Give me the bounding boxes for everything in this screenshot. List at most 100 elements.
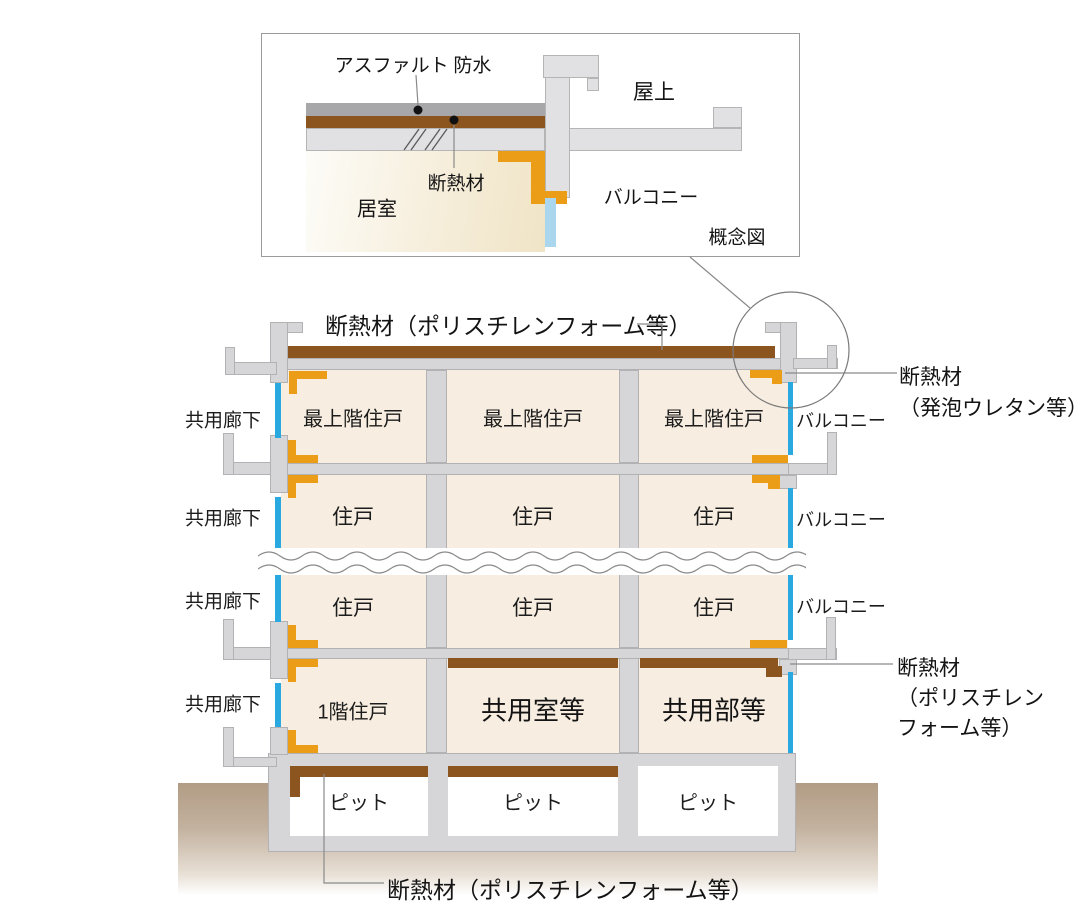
corner-insulation: [288, 475, 318, 483]
inset-label-asphalt-waterproofing: アスファルト 防水: [334, 55, 492, 77]
inset-insulation-layer: [306, 116, 545, 128]
room-label: 住戸: [512, 597, 554, 620]
room-label: 住戸: [693, 506, 735, 529]
annotation-line: （発泡ウレタン等）: [899, 396, 1088, 420]
corner-insulation: [288, 730, 296, 753]
pit-ceiling-insulation-step: [290, 775, 300, 797]
pit-label: ピット: [678, 792, 738, 815]
corridor-label: 共用廊下: [184, 410, 262, 432]
wall-pier-left: [270, 435, 288, 493]
inset-corner-insulation: [531, 191, 567, 204]
pit-3: [638, 766, 778, 836]
floor-break-wavy-band: [257, 548, 809, 575]
interior-wall: [426, 370, 447, 463]
balcony-slab: [788, 648, 837, 660]
interior-wall: [619, 370, 639, 463]
corner-insulation: [752, 475, 780, 483]
wall-pier-right: [779, 475, 797, 489]
balcony-parapet: [826, 617, 836, 660]
corridor-roof-parapet: [225, 347, 235, 375]
inset-parapet-arm: [543, 55, 599, 78]
inset-label-insulation: 断熱材: [427, 173, 485, 195]
window-glass-line: [275, 683, 281, 727]
floor-slab-a: [270, 463, 796, 475]
inset-caption: 概念図: [708, 227, 766, 249]
annotation-line: （ポリスチレン: [897, 686, 1044, 710]
corner-insulation: [289, 371, 297, 394]
pit-ceiling-insulation: [290, 766, 428, 777]
corner-insulation: [288, 475, 296, 498]
pit-2: [448, 766, 618, 836]
room-label: 住戸: [332, 506, 374, 529]
ceiling-insulation-step: [766, 666, 782, 677]
room-label: 住戸: [693, 597, 735, 620]
ceiling-insulation-common-room: [448, 658, 618, 668]
annotation-slab-insulation: 断熱材 （ポリスチレン フォーム等）: [897, 653, 1044, 743]
corridor-label: 共用廊下: [184, 508, 262, 530]
corner-insulation: [288, 625, 296, 648]
interior-wall: [426, 658, 447, 753]
pit-label: ピット: [503, 792, 563, 815]
corridor-parapet: [223, 619, 234, 660]
balcony-label: バルコニー: [796, 411, 886, 431]
roof-slab: [270, 358, 797, 370]
window-glass-line: [788, 672, 793, 753]
room-label: 1階住戸: [317, 701, 389, 724]
corner-insulation: [752, 455, 788, 463]
inset-window-sash: [545, 198, 556, 247]
corridor-parapet: [223, 727, 234, 767]
window-glass-line: [788, 382, 793, 455]
corner-insulation: [288, 745, 318, 753]
corner-insulation: [750, 640, 787, 648]
pit-label: ピット: [329, 792, 389, 815]
wall-pier-left: [270, 727, 288, 755]
wavy-lines: [257, 551, 809, 574]
parapet-right-column: [780, 322, 797, 383]
room-label: 共用室等: [480, 696, 586, 726]
corridor-label: 共用廊下: [184, 694, 262, 716]
inset-roof-slab: [306, 128, 545, 151]
corner-insulation: [288, 440, 296, 463]
ceiling-insulation-common-area: [640, 658, 778, 668]
roof-balcony-parapet: [827, 345, 837, 369]
inset-parapet-lip: [587, 78, 599, 91]
corner-insulation: [288, 659, 296, 682]
room-label: 共用部等: [661, 696, 767, 726]
balcony-parapet: [827, 432, 837, 475]
annotation-line: フォーム等）: [897, 716, 1023, 740]
corner-insulation: [289, 371, 327, 379]
room-label: 最上階住戸: [303, 408, 403, 431]
room-label: 住戸: [332, 597, 374, 620]
inset-label-balcony: バルコニー: [603, 187, 699, 209]
annotation-balcony-insulation: 断熱材 （発泡ウレタン等）: [899, 362, 1088, 424]
corner-insulation: [768, 481, 780, 489]
wall-pier-left: [270, 621, 288, 679]
window-glass-line: [275, 383, 281, 438]
balcony-label: バルコニー: [796, 597, 886, 617]
annotation-pit-insulation: 断熱材（ポリスチレンフォーム等）: [387, 878, 754, 903]
corner-insulation: [288, 659, 318, 667]
inset-corner-insulation: [498, 151, 545, 162]
inset-corner-insulation: [531, 162, 545, 193]
corner-insulation: [772, 370, 782, 384]
inset-living-room-area: [306, 150, 545, 252]
interior-wall: [619, 658, 639, 753]
room-label: 最上階住戸: [483, 408, 583, 431]
window-glass-line: [788, 574, 793, 640]
room-label: 住戸: [512, 506, 554, 529]
corner-insulation: [288, 455, 318, 463]
inset-wall-column: [545, 57, 570, 198]
room-label: 最上階住戸: [664, 408, 764, 431]
inset-balcony-parapet: [713, 107, 742, 128]
window-glass-line: [275, 574, 281, 622]
inset-to-circle-leader: [689, 256, 751, 309]
room-band-first-floor: [281, 658, 788, 753]
corridor-parapet: [223, 433, 234, 475]
window-glass-line: [275, 497, 281, 549]
inset-label-living-room: 居室: [357, 198, 397, 221]
inset-balcony-slab: [569, 128, 742, 151]
annotation-line: 断熱材: [899, 365, 962, 389]
annotation-line: 断熱材: [897, 656, 960, 680]
roof-insulation-layer: [288, 346, 775, 358]
